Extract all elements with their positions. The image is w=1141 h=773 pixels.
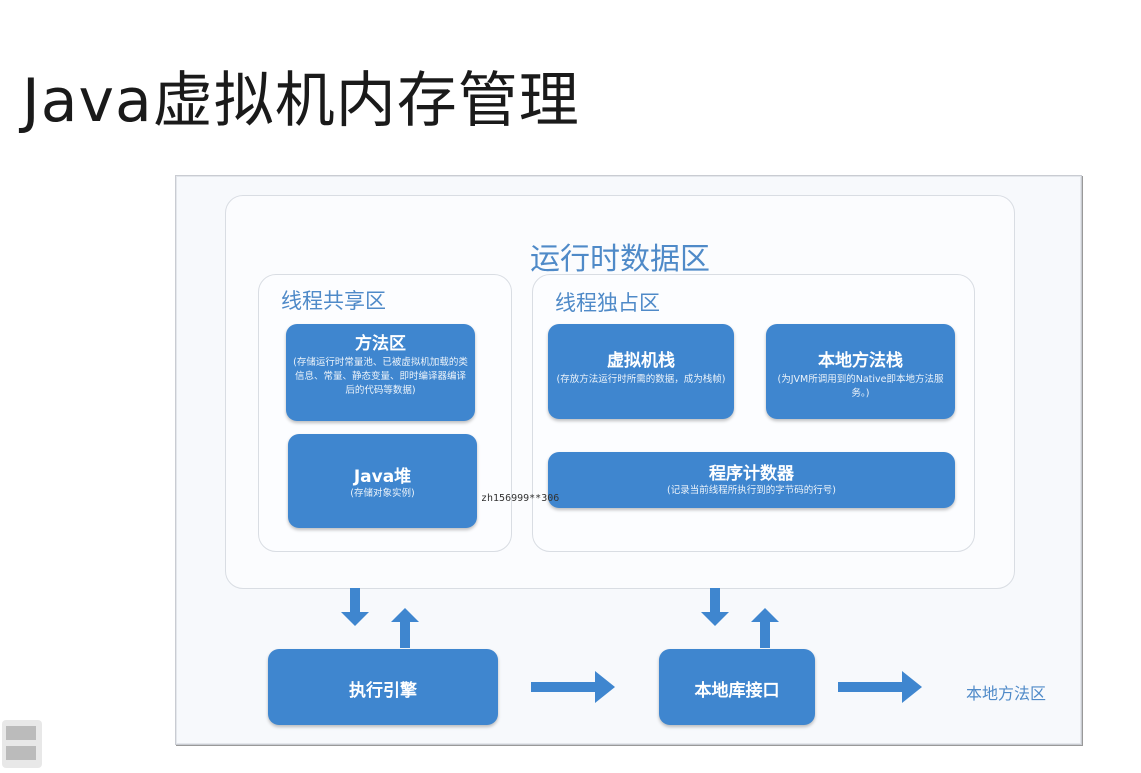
flow-arrows xyxy=(341,588,922,703)
vm-stack-block: 虚拟机栈 (存放方法运行时所需的数据，成为栈帧) xyxy=(548,324,734,419)
execution-engine-block: 执行引擎 xyxy=(268,649,498,725)
method-area-desc: (存储运行时常量池、已被虚拟机加载的类信息、常量、静态变量、即时编译器编译后的代… xyxy=(293,357,468,396)
native-method-stack-title: 本地方法栈 xyxy=(818,351,903,371)
program-counter-title: 程序计数器 xyxy=(709,464,794,484)
java-heap-title: Java堆 xyxy=(353,467,412,487)
program-counter-block: 程序计数器 (记录当前线程所执行到的字节码的行号) xyxy=(548,452,955,508)
arrow-down-icon xyxy=(341,588,369,626)
arrow-right-icon xyxy=(838,671,922,703)
arrow-up-icon xyxy=(751,608,779,648)
execution-engine-label: 执行引擎 xyxy=(349,681,417,701)
runtime-data-area-title: 运行时数据区 xyxy=(530,242,710,277)
arrow-down-icon xyxy=(701,588,729,626)
native-method-stack-desc: (为JVM所调用到的Native即本地方法服务。) xyxy=(777,374,944,399)
native-interface-label: 本地库接口 xyxy=(694,681,780,701)
watermark-text: zh156999**306 xyxy=(481,493,560,504)
method-area-title: 方法区 xyxy=(355,334,406,354)
slide-title: Java虚拟机内存管理 xyxy=(22,66,580,136)
vm-stack-desc: (存放方法运行时所需的数据，成为栈帧) xyxy=(556,374,726,385)
native-method-stack-block: 本地方法栈 (为JVM所调用到的Native即本地方法服务。) xyxy=(766,324,955,419)
native-method-library-label: 本地方法区 xyxy=(966,684,1047,703)
jvm-memory-diagram: 运行时数据区 线程共享区 线程独占区 方法区 (存储运行时常量池、已被虚拟机加载… xyxy=(175,175,1082,745)
java-heap-desc: (存储对象实例) xyxy=(350,488,415,499)
vm-stack-title: 虚拟机栈 xyxy=(607,351,675,371)
thread-shared-area-title: 线程共享区 xyxy=(281,289,386,313)
channel-logo-icon xyxy=(2,720,42,768)
native-interface-block: 本地库接口 xyxy=(659,649,815,725)
java-heap-block: Java堆 (存储对象实例) xyxy=(288,434,477,528)
program-counter-desc: (记录当前线程所执行到的字节码的行号) xyxy=(667,485,836,496)
method-area-block: 方法区 (存储运行时常量池、已被虚拟机加载的类信息、常量、静态变量、即时编译器编… xyxy=(286,324,475,421)
arrow-right-icon xyxy=(531,671,615,703)
thread-private-area-title: 线程独占区 xyxy=(555,291,660,315)
arrow-up-icon xyxy=(391,608,419,648)
